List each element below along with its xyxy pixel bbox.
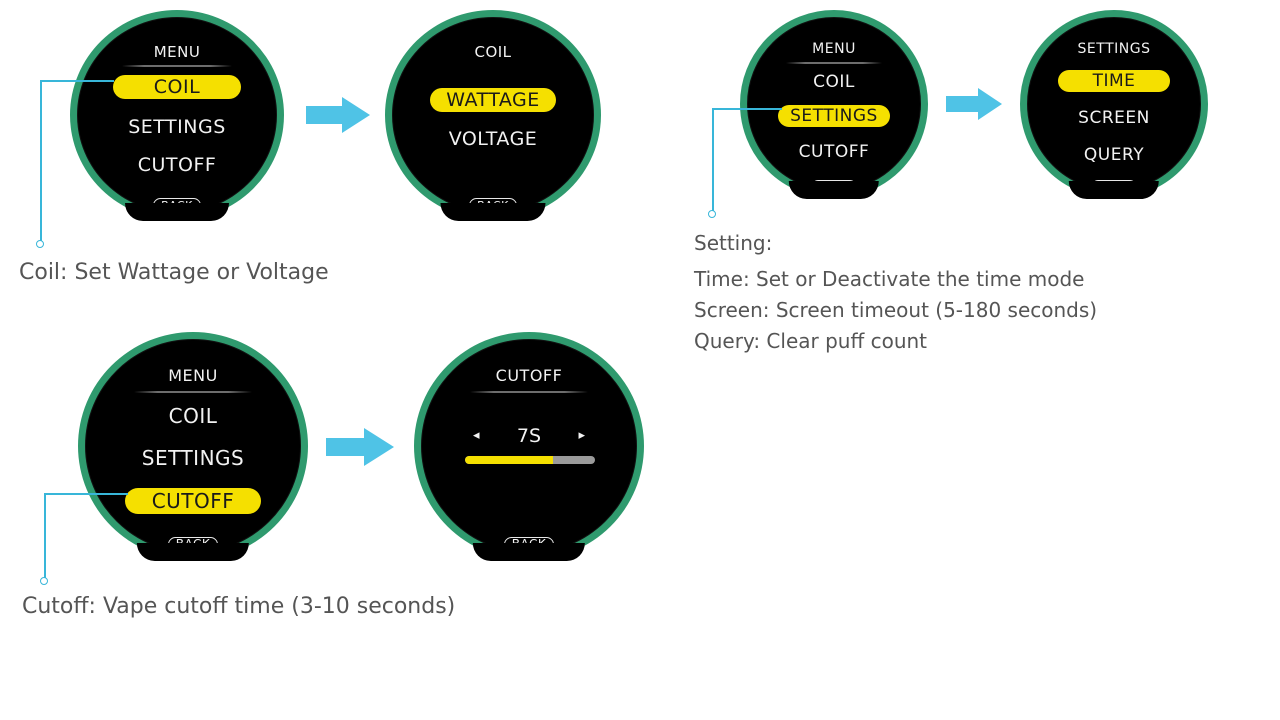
menu-item-coil[interactable]: COIL (747, 72, 921, 92)
menu-screen-cutoff: MENU COIL SETTINGS CUTOFF BACK (78, 332, 308, 560)
menu-item-cutoff[interactable]: CUTOFF (77, 154, 277, 176)
back-label: BACK (469, 198, 517, 213)
back-button[interactable]: BACK (421, 537, 637, 552)
settings-item-query[interactable]: QUERY (1027, 145, 1201, 165)
menu-item-label: CUTOFF (137, 154, 217, 176)
menu-item-label: SETTINGS (141, 446, 245, 470)
menu-item-label: COIL (168, 404, 218, 428)
callout-line-settings (712, 108, 782, 110)
increase-arrow-icon[interactable]: ▸ (578, 428, 585, 443)
cutoff-screen: CUTOFF ◂ 7S ▸ BACK (414, 332, 644, 560)
caption-cutoff: Cutoff: Vape cutoff time (3-10 seconds) (22, 594, 456, 619)
arrow-right-icon (306, 97, 370, 133)
coil-item-voltage[interactable]: VOLTAGE (392, 128, 594, 150)
menu-item-settings[interactable]: SETTINGS (77, 116, 277, 138)
title-divider (122, 65, 232, 67)
title-divider (470, 391, 588, 393)
callout-line-coil (40, 80, 114, 82)
caption-coil: Coil: Set Wattage or Voltage (19, 260, 329, 285)
back-label: BACK (1091, 180, 1137, 195)
callout-line-cutoff (44, 493, 46, 578)
settings-desc-time: Time: Set or Deactivate the time mode (694, 267, 1085, 291)
callout-dot-coil (36, 240, 44, 248)
menu-screen-settings: MENU COIL SETTINGS CUTOFF BACK (740, 10, 928, 198)
cutoff-value-row: ◂ 7S ▸ (421, 425, 637, 447)
settings-description: Setting: Time: Set or Deactivate the tim… (694, 228, 1097, 357)
menu-item-label: CUTOFF (125, 488, 261, 514)
menu-screen-coil: MENU COIL SETTINGS CUTOFF BACK (70, 10, 284, 220)
back-button[interactable]: BACK (1027, 180, 1201, 195)
settings-item-time[interactable]: TIME (1027, 70, 1201, 92)
cutoff-value: 7S (516, 425, 542, 447)
menu-item-cutoff[interactable]: CUTOFF (747, 142, 921, 162)
callout-dot-cutoff (40, 577, 48, 585)
callout-line-settings (712, 108, 714, 211)
menu-item-cutoff[interactable]: CUTOFF (85, 488, 301, 514)
settings-item-screen[interactable]: SCREEN (1027, 108, 1201, 128)
screen-title: SETTINGS (1077, 41, 1151, 57)
menu-item-coil[interactable]: COIL (77, 75, 277, 99)
settings-item-label: QUERY (1083, 145, 1145, 165)
coil-screen: COIL WATTAGE VOLTAGE BACK (385, 10, 601, 220)
callout-dot-settings (708, 210, 716, 218)
back-label: BACK (153, 198, 201, 213)
cutoff-slider[interactable] (465, 456, 595, 464)
settings-item-label: TIME (1058, 70, 1170, 92)
menu-item-label: CUTOFF (798, 142, 870, 162)
menu-item-label: SETTINGS (778, 105, 890, 127)
title-divider (134, 391, 252, 393)
menu-item-settings[interactable]: SETTINGS (85, 446, 301, 470)
cutoff-slider-fill (465, 456, 554, 464)
settings-desc-heading: Setting: (694, 231, 773, 255)
decrease-arrow-icon[interactable]: ◂ (473, 428, 480, 443)
settings-item-label: SCREEN (1078, 108, 1150, 128)
menu-item-settings[interactable]: SETTINGS (747, 105, 921, 127)
settings-desc-screen: Screen: Screen timeout (5-180 seconds) (694, 298, 1098, 322)
back-button[interactable]: BACK (392, 198, 594, 213)
coil-item-label: VOLTAGE (448, 128, 538, 150)
back-button[interactable]: BACK (85, 537, 301, 552)
menu-item-label: SETTINGS (128, 116, 226, 138)
back-button[interactable]: BACK (77, 198, 277, 213)
callout-line-cutoff (44, 493, 128, 495)
settings-desc-query: Query: Clear puff count (694, 329, 928, 353)
back-label: BACK (167, 537, 219, 552)
menu-item-label: COIL (113, 75, 241, 99)
back-button[interactable]: BACK (747, 180, 921, 195)
back-label: BACK (811, 180, 857, 195)
menu-item-label: COIL (813, 72, 855, 92)
title-divider (786, 62, 882, 64)
menu-item-coil[interactable]: COIL (85, 404, 301, 428)
screen-title: MENU (812, 41, 856, 57)
callout-line-coil (40, 80, 42, 241)
arrow-right-icon (326, 428, 394, 466)
screen-title: MENU (168, 366, 218, 385)
arrow-right-icon (946, 88, 1002, 120)
screen-title: MENU (153, 43, 201, 61)
coil-item-wattage[interactable]: WATTAGE (392, 88, 594, 112)
screen-title: COIL (474, 43, 512, 61)
screen-title: CUTOFF (495, 366, 563, 385)
settings-screen: SETTINGS TIME SCREEN QUERY BACK (1020, 10, 1208, 198)
coil-item-label: WATTAGE (430, 88, 556, 112)
back-label: BACK (503, 537, 555, 552)
